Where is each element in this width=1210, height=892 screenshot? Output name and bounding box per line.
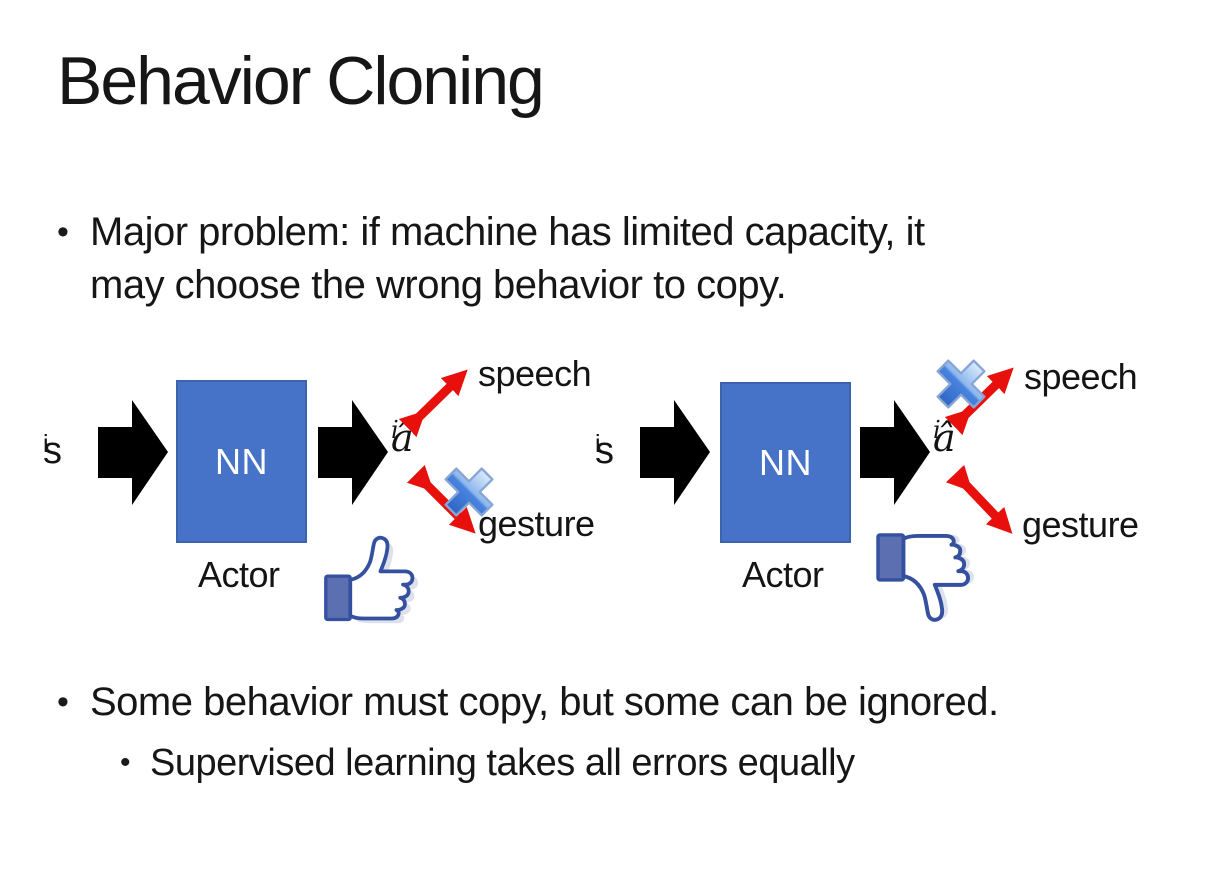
action-subscript: i (391, 416, 399, 444)
blue-cross-icon (936, 359, 986, 409)
input-arrow-icon (640, 400, 710, 505)
action-subscript: i (933, 416, 941, 444)
output-arrow-icon (318, 400, 388, 505)
speech-branch-arrow-icon (398, 369, 468, 438)
actor-caption: Actor (198, 554, 280, 595)
input-arrow-icon (98, 400, 168, 505)
gesture-branch-arrow-icon (945, 464, 1013, 534)
nn-box-label: NN (759, 441, 812, 483)
nn-box-label: NN (215, 440, 268, 482)
speech-branch-arrow-icon (944, 367, 1014, 436)
state-symbol: s (595, 430, 614, 472)
nn-actor-box: NN (176, 380, 307, 543)
gesture-label: gesture (1022, 504, 1139, 545)
actor-caption: Actor (742, 554, 824, 595)
bullet-marker: • (57, 683, 69, 721)
bullet-major-problem-line2: may choose the wrong behavior to copy. (90, 263, 787, 307)
speech-label: speech (1024, 356, 1138, 397)
bullet-major-problem-text: Major problem: if machine has limited ca… (90, 206, 925, 312)
output-arrow-icon (860, 400, 930, 505)
bullet-some-behavior-text: Some behavior must copy, but some can be… (90, 680, 999, 724)
nn-actor-box: NN (720, 382, 851, 543)
state-subscript: i (43, 430, 49, 458)
bullet-marker: • (120, 746, 131, 779)
bullet-major-problem: • Major problem: if machine has limited … (57, 206, 925, 312)
slide-title: Behavior Cloning (57, 43, 545, 119)
gesture-label: gesture (478, 503, 595, 544)
bullet-some-behavior: • Some behavior must copy, but some can … (57, 676, 999, 729)
bullet-supervised-learning: • Supervised learning takes all errors e… (120, 738, 855, 788)
thumbs-up-icon (324, 535, 419, 624)
state-subscript: i (595, 430, 601, 458)
thumbs-down-icon (876, 533, 974, 622)
bullet-marker: • (57, 213, 69, 251)
state-symbol: s (43, 430, 62, 472)
blue-cross-icon (444, 467, 494, 517)
bullet-supervised-learning-text: Supervised learning takes all errors equ… (150, 742, 855, 784)
speech-label: speech (478, 353, 592, 394)
bullet-major-problem-line1: Major problem: if machine has limited ca… (90, 210, 925, 254)
